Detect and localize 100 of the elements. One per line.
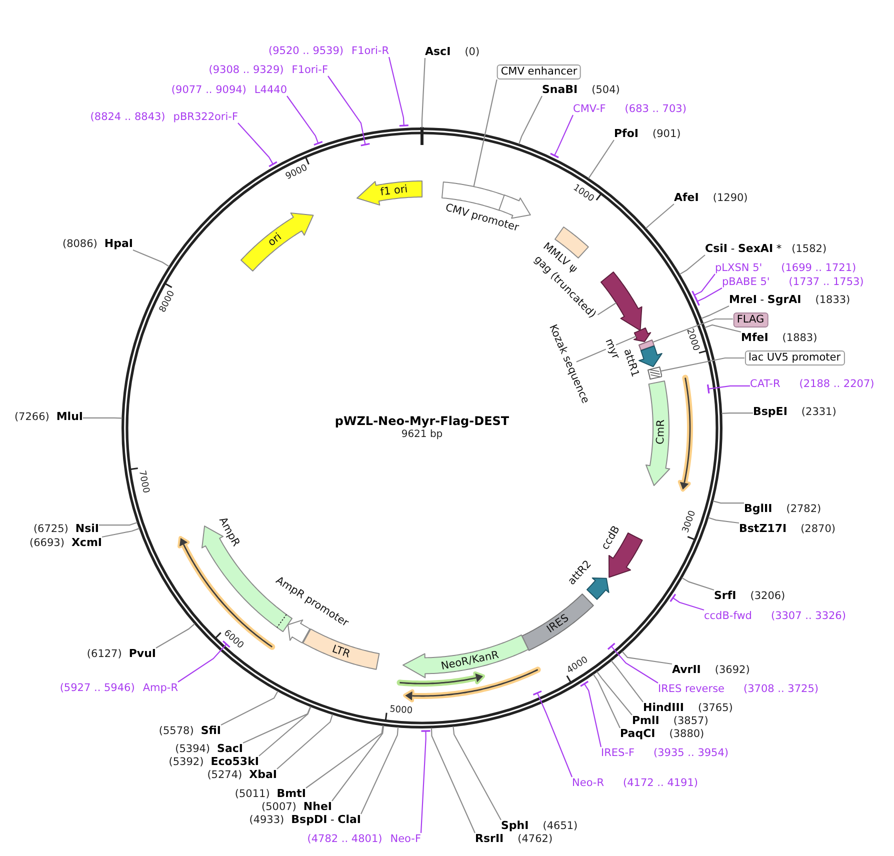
cut-position: (2782) — [786, 503, 822, 515]
primer-name: pBR322ori-F — [173, 111, 238, 123]
leader-line — [238, 122, 278, 168]
cut-position: (1883) — [782, 332, 818, 344]
cut-position: (1582) — [792, 243, 827, 255]
primer-name: CAT-R — [750, 378, 780, 390]
primer-name: ccdB-fwd — [704, 610, 752, 622]
enzyme-name: MreI - SgrAI — [729, 294, 802, 306]
primer-name: F1ori-F — [292, 64, 328, 76]
feature-callout: lac UV5 promoter — [744, 350, 845, 366]
enzyme-name: AfeI — [674, 192, 699, 204]
cut-position: (5394) — [175, 743, 210, 755]
cut-position: (3206) — [750, 590, 786, 602]
leader-line — [704, 324, 742, 333]
cut-position: (3857) — [673, 715, 708, 727]
cut-position: (4762) — [518, 833, 553, 845]
feature-label: attR1 — [622, 348, 640, 378]
leader-line — [670, 593, 704, 611]
primer-position: (3708 .. 3725) — [744, 683, 818, 695]
primer-name: pLXSN 5' — [715, 262, 762, 274]
leader-line — [646, 204, 674, 229]
leader-line — [712, 500, 744, 504]
primer-name: CMV-F — [573, 103, 606, 115]
enzyme-name: XbaI — [249, 769, 277, 781]
leader-line — [701, 306, 730, 319]
directional-feature — [402, 634, 530, 679]
cut-position: (0) — [464, 46, 480, 58]
primer-position: (1737 .. 1753) — [788, 276, 864, 288]
leader-line — [708, 517, 740, 524]
cut-position: (1833) — [815, 294, 850, 306]
cut-position: (3765) — [698, 702, 733, 714]
primer-position: (3307 .. 3326) — [770, 610, 846, 622]
primer-name: F1ori-R — [352, 45, 389, 57]
enzyme-name: PfoI — [614, 128, 638, 140]
leader-line — [306, 725, 384, 788]
directional-feature — [240, 212, 314, 272]
leader-line — [102, 528, 140, 538]
tick-label: 9000 — [284, 164, 310, 182]
primer-name: Amp-R — [142, 682, 178, 694]
leader-line — [652, 318, 733, 343]
feature-callout: CMV enhancer — [496, 64, 582, 80]
feature-label: f1 ori — [380, 184, 408, 198]
enzyme-name: BstZ17I — [739, 523, 787, 535]
enzyme-name: Eco53kI — [210, 756, 259, 768]
leader-line — [722, 412, 753, 414]
cut-position: (4651) — [542, 820, 578, 832]
primer-position: (683 .. 703) — [624, 103, 686, 115]
primer-position: (4782 .. 4801) — [307, 833, 382, 845]
enzyme-name: HpaI — [104, 238, 133, 250]
cut-position: (8086) — [62, 238, 98, 250]
plasmid-size: 9621 bp — [401, 430, 443, 440]
cut-position: (5578) — [158, 725, 194, 737]
cut-position: (504) — [592, 84, 620, 96]
feature-label: LTR — [330, 644, 351, 660]
leader-line — [388, 56, 410, 127]
enzyme-name: SphI — [501, 820, 529, 832]
tick-label: 7000 — [136, 470, 150, 494]
leader-line — [430, 728, 476, 834]
cut-position: (5007) — [261, 801, 296, 813]
tick-label: 3000 — [682, 510, 698, 534]
enzyme-name: PaqCI — [620, 728, 656, 740]
leader-line — [132, 250, 170, 268]
cut-position: (6725) — [33, 523, 68, 535]
leader-line — [332, 725, 384, 802]
leader-line — [660, 357, 744, 372]
cut-position: (6127) — [86, 648, 122, 660]
enzyme-name: NheI — [303, 801, 332, 813]
feature-mark — [638, 338, 655, 352]
cut-position: (3880) — [669, 728, 704, 740]
enzyme-name: SrfI — [714, 590, 736, 602]
primer-position: (8824 .. 8843) — [90, 111, 166, 123]
enzyme-name: RsrII — [475, 833, 504, 845]
leader-line — [518, 96, 542, 144]
cut-position: (2870) — [800, 523, 836, 535]
directional-feature — [600, 270, 643, 332]
leader-line — [242, 706, 311, 744]
directional-feature — [633, 327, 652, 343]
leader-line — [622, 651, 672, 665]
leader-line — [328, 76, 370, 146]
primer-position: (2188 .. 2207) — [799, 378, 874, 390]
cut-position: (3692) — [714, 664, 750, 676]
directional-feature — [638, 345, 663, 368]
feature-block — [521, 593, 595, 652]
directional-feature — [644, 380, 671, 486]
enzyme-name: PvuI — [128, 648, 156, 660]
cut-position: (5011) — [234, 788, 270, 800]
primer-position: (9308 .. 9329) — [208, 64, 284, 76]
enzyme-name: SnaBI — [542, 84, 578, 96]
enzyme-name: HindIII — [643, 702, 684, 714]
enzyme-name: CsiI - SexAI* — [705, 243, 782, 255]
enzyme-name: MfeI — [741, 332, 768, 344]
leader-line — [682, 577, 714, 591]
leader-line — [580, 680, 602, 748]
plasmid-name: pWZL-Neo-Myr-Flag-DEST — [334, 415, 510, 427]
feature-block — [302, 628, 380, 671]
leader-line — [258, 706, 312, 756]
leader-line — [550, 114, 574, 158]
primer-name: pBABE 5' — [722, 276, 770, 288]
leader-line — [360, 727, 399, 814]
leader-line — [694, 288, 722, 306]
